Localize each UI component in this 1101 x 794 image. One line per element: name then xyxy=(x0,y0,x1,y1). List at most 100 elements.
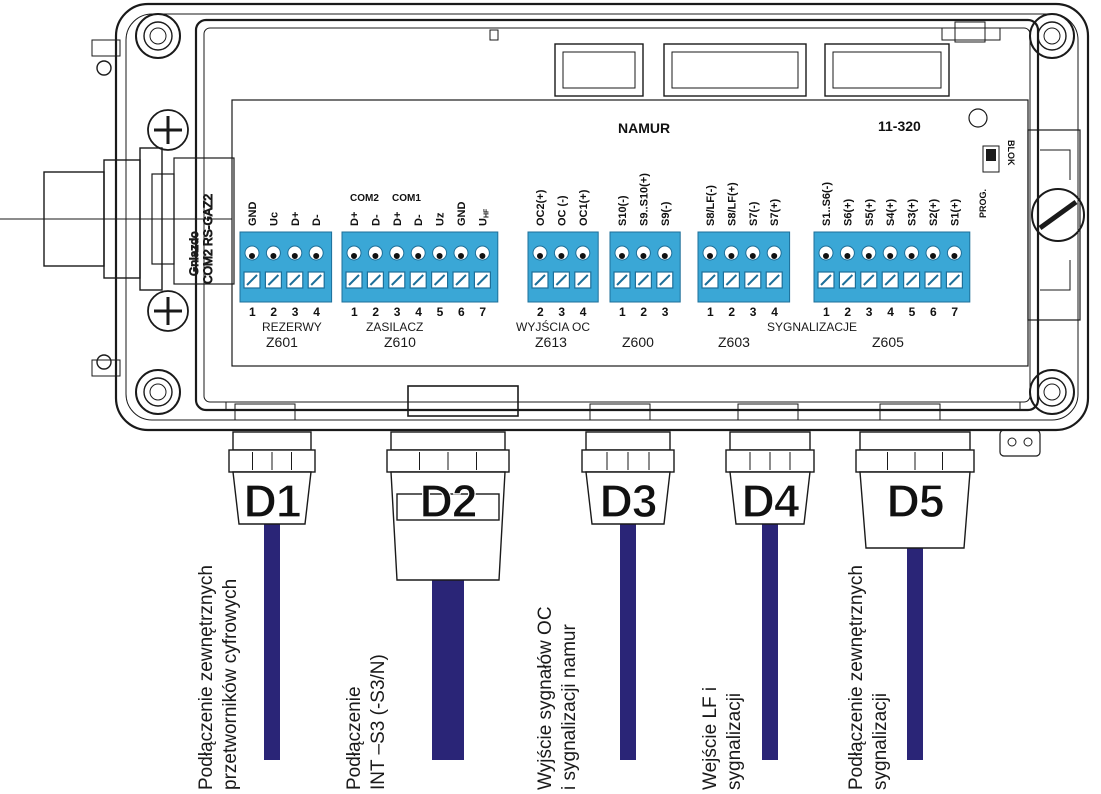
pin-label-subscript: HF xyxy=(483,208,490,218)
screw-head xyxy=(728,253,735,259)
gland-nut xyxy=(859,431,971,451)
gland-dome xyxy=(859,471,971,549)
cable xyxy=(762,518,778,760)
screw-head xyxy=(865,253,872,259)
pin-number: 4 xyxy=(771,305,778,319)
pin-label: S2(+) xyxy=(928,198,940,226)
screw-head xyxy=(436,253,443,259)
blok-label: BLOK xyxy=(1006,140,1016,166)
pin-number: 2 xyxy=(537,305,544,319)
pin-label: Uz xyxy=(435,212,447,226)
screw-head xyxy=(479,253,486,259)
screw-head xyxy=(844,253,851,259)
clamp-slot xyxy=(391,274,403,286)
clamp-slot xyxy=(348,274,360,286)
enclosure xyxy=(114,2,1090,432)
connector-z605: S1..S6(-)1S6(+)2S5(+)3S4(+)4S3(+)5S2(+)6… xyxy=(813,182,971,350)
clamp-slot xyxy=(412,274,424,286)
screw-head xyxy=(619,253,625,259)
connector-name: Z610 xyxy=(384,334,416,350)
sygnalizacje-label: SYGNALIZACJE xyxy=(767,320,857,334)
gland-lock-ring xyxy=(396,493,500,521)
gland-dome xyxy=(585,471,671,525)
pin-number: 3 xyxy=(662,305,669,319)
screw-head xyxy=(661,253,668,259)
terminal-body xyxy=(341,231,499,303)
screw-head xyxy=(458,253,464,259)
prog-label: PROG. xyxy=(978,189,988,218)
pin-label: S10(-) xyxy=(617,195,629,226)
pin-number: 2 xyxy=(640,305,647,319)
pin-number: 2 xyxy=(844,305,851,319)
clamp-slot xyxy=(863,274,875,286)
cable xyxy=(432,574,464,760)
pin-number: 2 xyxy=(270,305,277,319)
pin-label: S1(+) xyxy=(949,198,961,226)
pin-number: 5 xyxy=(437,305,444,319)
screw-head xyxy=(372,253,379,259)
gland-nut xyxy=(729,431,811,451)
gland-dome xyxy=(729,471,811,525)
gland-label: D2 xyxy=(420,475,477,527)
gland-description-line1: Podłączenie xyxy=(344,686,365,790)
connector-name: Z605 xyxy=(872,334,904,350)
clamp-slot xyxy=(577,274,589,286)
pin-label: D+ xyxy=(349,212,361,226)
clamp-slot xyxy=(555,274,568,286)
pin-number: 4 xyxy=(313,305,320,319)
clamp-slot xyxy=(747,274,759,286)
screw-head xyxy=(579,253,586,259)
pin-number: 1 xyxy=(351,305,358,319)
screw-head xyxy=(415,253,422,259)
pin-number: 7 xyxy=(479,305,486,319)
group-label: REZERWY xyxy=(262,320,322,334)
pin-label: S7(+) xyxy=(769,198,781,226)
screw-head xyxy=(707,253,713,259)
pin-number: 3 xyxy=(750,305,757,319)
pin-label: S3(+) xyxy=(907,198,919,226)
screw-head xyxy=(393,253,400,259)
gland-description-line2: sygnalizacji xyxy=(724,693,745,790)
clamp-slot xyxy=(927,274,939,286)
pin-number: 1 xyxy=(823,305,830,319)
pin-number: 3 xyxy=(866,305,873,319)
screw-head xyxy=(887,253,894,259)
gland-label: D3 xyxy=(600,475,657,527)
screw-head xyxy=(930,253,936,259)
pin-label: OC (-) xyxy=(556,195,568,226)
clamp-slot xyxy=(884,274,896,286)
clamp-slot xyxy=(616,274,628,286)
screw-head xyxy=(771,253,778,259)
pin-label: D+ xyxy=(290,212,302,226)
clamp-slot xyxy=(476,274,489,286)
namur-title: NAMUR xyxy=(618,120,670,136)
pin-number: 1 xyxy=(707,305,714,319)
connector-name: Z600 xyxy=(622,334,654,350)
pin-label: S8/LF(+) xyxy=(726,182,738,226)
pin-number: 1 xyxy=(249,305,256,319)
pin-number: 5 xyxy=(909,305,916,319)
terminal-body xyxy=(239,231,333,303)
clamp-slot xyxy=(267,274,280,286)
screw-head xyxy=(749,253,756,259)
pin-label: GND xyxy=(456,202,468,227)
com2-socket: Gniazdo COM2 RS-GAZ2 xyxy=(0,147,235,291)
clamp-slot xyxy=(841,274,854,286)
gland-nut xyxy=(585,431,671,451)
pin-label: GND xyxy=(247,202,259,227)
pin-number: 3 xyxy=(394,305,401,319)
socket-label-line1: Gniazdo xyxy=(187,231,201,276)
clamp-slot xyxy=(948,274,961,286)
pin-label: S6(+) xyxy=(842,198,854,226)
com2-label: COM2 xyxy=(350,193,379,204)
terminal-body xyxy=(813,231,971,303)
terminal-body xyxy=(697,231,791,303)
